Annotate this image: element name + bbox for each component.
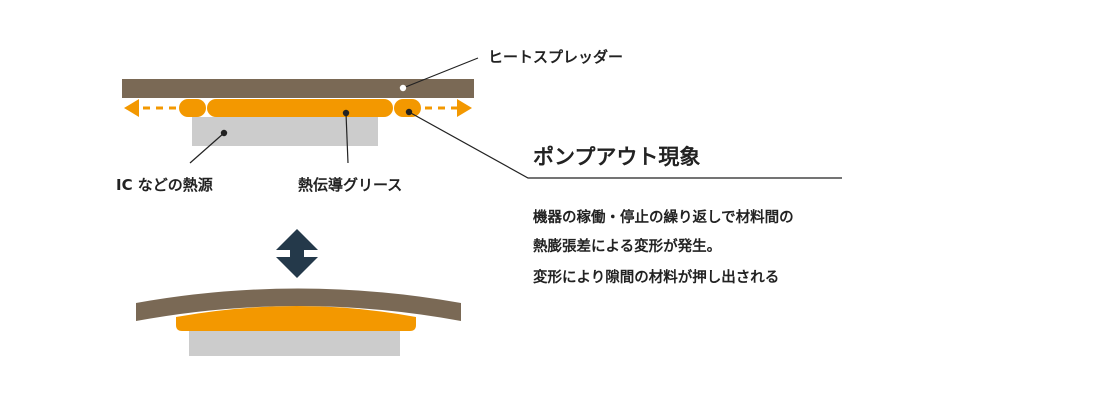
flat-assembly: [122, 79, 474, 146]
description-line-1: 機器の稼働・停止の繰り返しで材料間の: [533, 208, 794, 226]
leader-heat-source: [189, 132, 225, 164]
heat-spreader-bent: [136, 288, 461, 321]
grease-blob-right: [394, 99, 421, 117]
dashed-arrow-icon: [124, 99, 472, 117]
leader-heat-spreader: [402, 57, 479, 89]
leader-pump-out: [408, 111, 842, 179]
arrowhead-left: [124, 99, 139, 117]
heat-spreader-top: [122, 79, 474, 98]
leader-lines: [189, 57, 842, 179]
leader-dots: [220, 84, 413, 137]
dot-grease: [342, 109, 350, 117]
label-heat-spreader: ヒートスプレッダー: [488, 48, 623, 66]
grease-blob-left: [179, 99, 206, 117]
ic-chip-top: [192, 117, 378, 146]
label-grease: 熱伝導グリース: [298, 176, 402, 194]
dot-pump-out: [405, 108, 413, 116]
dot-heat-spreader: [399, 84, 407, 92]
pump-out-title: ポンプアウト現象: [533, 145, 700, 169]
dot-heat-source: [220, 129, 228, 137]
description-line-3: 変形により隙間の材料が押し出される: [533, 268, 779, 286]
grease-layer-center: [207, 99, 393, 117]
arrowhead-right: [457, 99, 472, 117]
double-vertical-arrow-icon: [276, 229, 318, 278]
leader-grease: [345, 112, 349, 164]
label-heat-source: IC などの熱源: [116, 176, 213, 194]
deformed-assembly: [136, 288, 461, 356]
grease-layer-bottom: [176, 306, 416, 331]
description-line-2: 熱膨張差による変形が発生。: [533, 237, 721, 255]
